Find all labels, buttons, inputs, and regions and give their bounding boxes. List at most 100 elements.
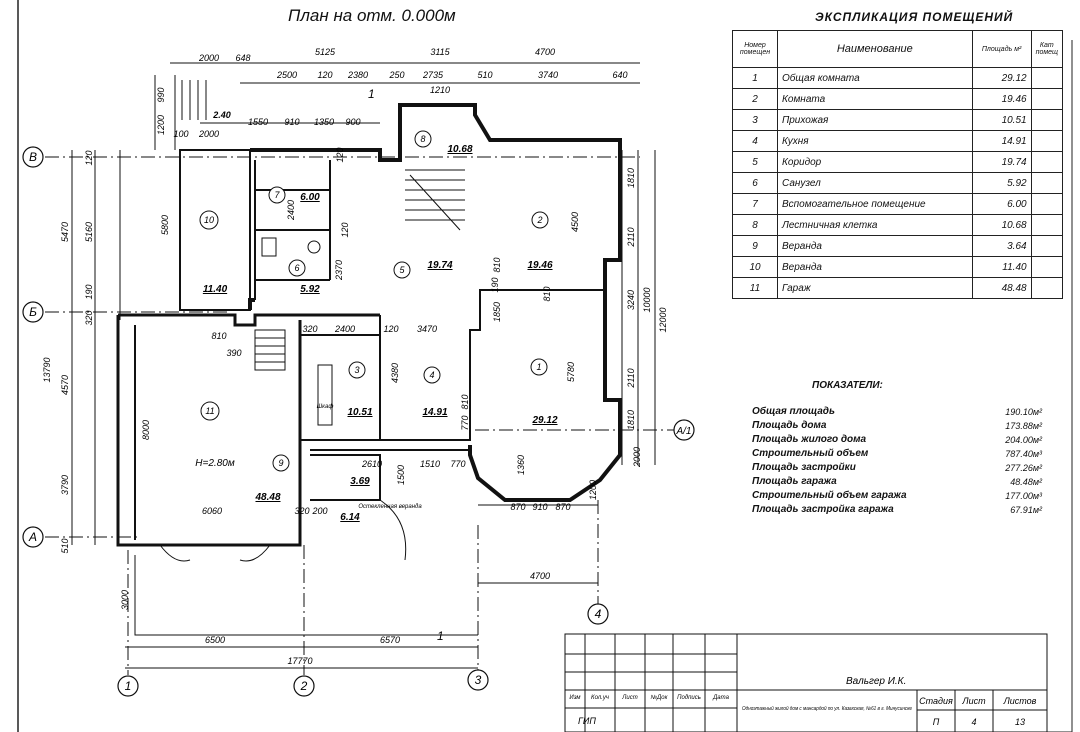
room-area: 14.91 [971, 130, 1032, 152]
dim-inner: 2400 [286, 200, 296, 221]
dim-top: 900 [345, 117, 360, 127]
stamp-project: Одноэтажный жилой дом с мансардой по ул.… [742, 705, 912, 712]
indicator-label: Строительный объем гаража [752, 490, 907, 501]
axis-label-a1: А/1 [675, 426, 691, 437]
dim-inner: 3470 [417, 324, 437, 334]
dim-left: 8000 [141, 420, 151, 440]
room-num: 2 [732, 88, 778, 110]
area-room-7: 6.00 [300, 192, 320, 203]
dim-top: 2.40 [212, 110, 231, 120]
dim-left: 190 [84, 284, 94, 299]
indicator-row: Площадь застройка гаража 67.91м² [752, 503, 1042, 517]
dim-inner: 1850 [492, 302, 502, 322]
dim-bottom: 870 [510, 502, 525, 512]
room-area: 5.92 [971, 172, 1032, 194]
room-name: Лестничная клетка [777, 214, 973, 236]
room-num: 11 [732, 277, 778, 299]
room-cat [1030, 214, 1064, 236]
stamp-sheet-value: 4 [971, 717, 976, 727]
dim-top: 2000 [198, 129, 219, 139]
dim-inner: 810 [492, 257, 502, 272]
dim-inner: 120 [335, 147, 345, 162]
room-area: 11.40 [971, 256, 1032, 278]
room-area: 29.12 [971, 67, 1032, 89]
room-name: Коридор [777, 151, 973, 173]
dim-right: 12000 [658, 307, 668, 332]
dim-inner: 120 [383, 324, 398, 334]
dim-inner: 190 [490, 277, 500, 292]
room-cat [1030, 151, 1064, 173]
room-area: 10.68 [971, 214, 1032, 236]
indicators-title: ПОКАЗАТЕЛИ: [812, 380, 883, 391]
axis-label-a: А [28, 530, 37, 544]
dim-bottom: 320 [294, 506, 309, 516]
room-name: Санузел [777, 172, 973, 194]
dim-inner: 2400 [334, 324, 355, 334]
dim-right: 10000 [642, 287, 652, 312]
room-name: Веранда [777, 235, 973, 257]
dim-bottom: 910 [532, 502, 547, 512]
room-num: 5 [732, 151, 778, 173]
header-area: Площадь м² [971, 30, 1032, 68]
dim-left: 3000 [120, 590, 130, 610]
room-number-5: 5 [399, 265, 405, 275]
room-number-2: 2 [536, 215, 542, 225]
dim-top: 1550 [248, 117, 268, 127]
indicator-label: Площадь застройка гаража [752, 504, 894, 515]
section-mark-top: 1 [368, 87, 375, 101]
room-number-8: 8 [420, 134, 425, 144]
dim-top: 3115 [430, 47, 450, 57]
room-area: 3.64 [971, 235, 1032, 257]
indicator-value: 67.91м² [1010, 505, 1042, 515]
dim-bottom: 2610 [361, 459, 382, 469]
dim-left: 5800 [160, 215, 170, 235]
dim-inner: 4380 [390, 363, 400, 383]
room-name: Вспомогательное помещение [777, 193, 973, 215]
dim-bottom: 1510 [420, 459, 440, 469]
dim-top: 3740 [538, 70, 558, 80]
dim-top: 2500 [276, 70, 297, 80]
dim-bottom: 6570 [380, 635, 400, 645]
dim-right: 2110 [626, 368, 636, 388]
explication-table: Номер помещен Наименование Площадь м² Ка… [732, 30, 1064, 299]
room-area: 19.74 [971, 151, 1032, 173]
dim-bottom: 770 [450, 459, 465, 469]
area-room-4: 14.91 [422, 407, 447, 418]
indicator-value: 787.40м³ [1005, 449, 1042, 459]
stamp-sheets-label: Листов [1003, 696, 1037, 706]
area-room-3: 10.51 [347, 407, 372, 418]
stamp-col-podpis: Подпись [677, 695, 701, 701]
room-cat [1030, 109, 1064, 131]
dim-left: 13790 [42, 357, 52, 382]
stamp-sheets-value: 13 [1015, 717, 1025, 727]
stamp-author: Вальгер И.К. [846, 676, 906, 687]
room-number-3: 3 [354, 365, 359, 375]
stamp-sheet-label: Лист [961, 696, 986, 706]
dim-top: 100 [173, 129, 188, 139]
room-num: 3 [732, 109, 778, 131]
indicator-label: Площадь жилого дома [752, 434, 867, 445]
dim-right: 1810 [626, 410, 636, 430]
room-num: 7 [732, 193, 778, 215]
dim-bottom: 1500 [396, 465, 406, 485]
indicator-value: 277.26м² [1005, 463, 1042, 473]
room-name: Гараж [777, 277, 973, 299]
veranda-note: Остекленная веранда [358, 504, 422, 510]
room-cat [1030, 193, 1064, 215]
area-veranda: 6.14 [340, 512, 360, 523]
header-category: Кат помещ [1030, 30, 1064, 68]
indicator-value: 190.10м² [1005, 407, 1042, 417]
room-cat [1030, 235, 1064, 257]
room-area: 10.51 [971, 109, 1032, 131]
dim-top: 120 [317, 70, 332, 80]
room-area: 6.00 [971, 193, 1032, 215]
room-num: 10 [732, 256, 778, 278]
